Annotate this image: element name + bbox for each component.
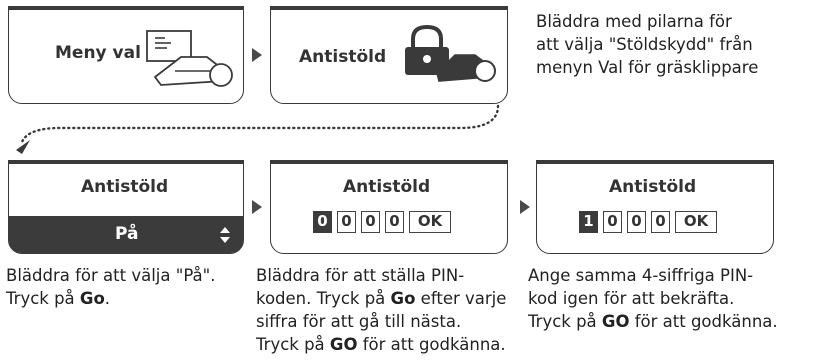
ok-button[interactable]: OK [675,211,717,233]
option-value: På [115,224,139,244]
screen-antistold-pin-confirm: Antistöld 1 0 0 0 OK [536,160,774,254]
arrow-right-3 [520,200,530,214]
intro-line: Bläddra med pilarna för [536,12,732,31]
pin-digit-1[interactable]: 0 [313,211,332,233]
pin-digit-4[interactable]: 0 [651,211,670,233]
screen-title: Antistöld [81,177,169,197]
screen-title: Meny val [55,43,141,63]
up-down-arrows-icon[interactable] [219,226,231,244]
mower-lock-icon [405,24,496,82]
intro-line: menyn Val för gräsklippare [536,58,759,77]
desc-line: Tryck på GO för att godkänna. [256,335,506,354]
screen-antistold-pa: Antistöld På [8,160,244,254]
intro-description: Bläddra med pilarna för att välja "Stöld… [536,10,758,79]
desc-line: koden. Tryck på Go efter varje [256,289,507,308]
screen-antistold-menu: Antistöld [270,6,508,104]
desc-line: Bläddra för att ställa PIN- [256,266,465,285]
pin-code-row: 0 0 0 0 OK [313,211,451,233]
arrow-right-2 [252,200,262,214]
desc-line: siffra för att gå till nästa. [256,312,462,331]
pin-digit-2[interactable]: 0 [337,211,356,233]
desc-line: kod igen för att bekräfta. [528,289,735,308]
pin-digit-3[interactable]: 0 [361,211,380,233]
pin-digit-1[interactable]: 1 [579,211,598,233]
description-step-pa: Bläddra för att välja "På". Tryck på Go. [6,264,215,310]
screen-meny-val: Meny val [8,6,244,104]
pin-digit-2[interactable]: 0 [603,211,622,233]
description-step-pin: Bläddra för att ställa PIN- koden. Tryck… [256,264,506,356]
pin-digit-4[interactable]: 0 [385,211,404,233]
mower-document-icon [146,30,233,87]
desc-line: Tryck på Go. [6,289,111,308]
dotted-connector [16,104,500,154]
screen-antistold-pin-enter: Antistöld 0 0 0 0 OK [270,160,508,254]
desc-line: Tryck på GO för att godkänna. [528,312,778,331]
desc-line: Ange samma 4-siffriga PIN- [528,266,754,285]
screen-title: Antistöld [609,177,697,197]
pin-digit-3[interactable]: 0 [627,211,646,233]
screen-title: Antistöld [299,47,387,67]
ok-button[interactable]: OK [409,211,451,233]
pin-code-row: 1 0 0 0 OK [579,211,717,233]
desc-line: Bläddra för att välja "På". [6,266,216,285]
screen-title: Antistöld [343,177,431,197]
intro-line: att välja "Stöldskydd" från [536,35,753,54]
selected-option-bar[interactable]: På [9,216,243,253]
description-step-confirm: Ange samma 4-siffriga PIN- kod igen för … [528,264,778,333]
arrow-right-1 [252,48,262,62]
